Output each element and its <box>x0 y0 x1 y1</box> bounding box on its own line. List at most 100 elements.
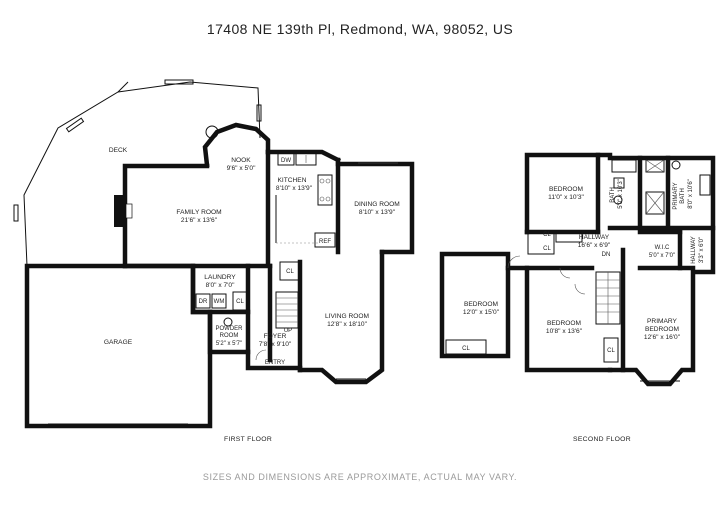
entry-wall <box>245 349 303 371</box>
bedroom3-wall <box>524 265 613 373</box>
bedroom2-closet <box>445 339 487 355</box>
hallway2-dim: 3'3" x 6'0" <box>699 237 705 263</box>
primary-bath-tub <box>645 191 665 215</box>
staircase-second <box>595 271 621 325</box>
deck-outline <box>23 81 261 267</box>
stairs-down-label: DN <box>602 252 611 258</box>
first-floor-label: FIRST FLOOR <box>224 436 272 443</box>
dw-label: DW <box>281 158 291 164</box>
entry-label: ENTRY <box>265 360 285 366</box>
disclaimer: SIZES AND DIMENSIONS ARE APPROXIMATE, AC… <box>202 472 518 482</box>
dryer <box>195 293 211 309</box>
property-address: 17408 NE 139th Pl, Redmond, WA, 98052, U… <box>206 21 514 37</box>
kitchen-dim: 8'10" x 13'9" <box>276 185 313 192</box>
primary-bath-dim: 8'0" x 10'6" <box>688 179 694 209</box>
kitchen-north-wall <box>265 149 342 164</box>
ref-label: REF <box>319 239 331 245</box>
laundry-label: LAUNDRY <box>204 274 236 281</box>
deck-step <box>65 117 85 133</box>
laundry-wall <box>190 263 251 315</box>
second-floor-plan: BEDROOM 11'0" x 10'3" BATH 5'0" x 10'3" … <box>439 152 716 443</box>
deck-step <box>164 79 194 85</box>
primary-bedroom-label-2: BEDROOM <box>645 326 679 333</box>
refrigerator <box>314 232 336 248</box>
dryer-label: DR <box>199 299 208 305</box>
bedroom2-label: BEDROOM <box>464 301 498 308</box>
primary-bath-label-2: BATH <box>680 188 686 204</box>
hearth-icon <box>125 203 133 219</box>
laundry-dim: 8'0" x 7'0" <box>206 282 235 289</box>
door-swing <box>559 267 571 279</box>
garage-wall <box>24 263 213 429</box>
living-room-dim: 12'8" x 18'10" <box>327 321 367 328</box>
wic-label: W.I.C <box>655 245 670 251</box>
kitchen-label: KITCHEN <box>278 177 307 184</box>
primary-bath-label-1: PRIMARY <box>673 182 679 209</box>
primary-toilet-icon <box>671 160 681 170</box>
closet-label: CL <box>286 269 294 275</box>
closet-c-label: CL <box>462 346 470 352</box>
deck-step <box>256 104 262 122</box>
closet-b-label: CL <box>543 246 551 252</box>
bedroom1-label: BEDROOM <box>549 186 583 193</box>
nook-wall <box>202 122 271 168</box>
closet <box>555 231 583 243</box>
hallway2-label: HALLWAY <box>691 236 697 264</box>
second-floor-outer-wall <box>524 152 716 387</box>
vanity <box>699 174 711 196</box>
table-icon <box>205 125 219 139</box>
bedroom3-label: BEDROOM <box>547 320 581 327</box>
dining-room-dim: 8'10" x 13'9" <box>359 209 396 216</box>
bedroom1-dim: 11'0" x 10'3" <box>548 194 584 201</box>
bedroom2-dim: 12'0" x 15'0" <box>463 309 500 316</box>
closet <box>279 261 301 281</box>
garage-label: GARAGE <box>104 339 133 346</box>
nook-label: NOOK <box>231 157 251 164</box>
family-room-wall <box>122 163 210 269</box>
bathtub <box>611 159 637 173</box>
powder-room-label-1: POWDER <box>216 326 244 332</box>
hallway-label: HALLWAY <box>579 234 610 241</box>
foyer-dim: 7'8" x 9'10" <box>259 341 292 348</box>
wic-dim: 5'0" x 7'0" <box>649 253 675 259</box>
toilet-icon <box>223 317 233 327</box>
sink-icon <box>295 152 317 166</box>
bedroom3-closet <box>603 337 619 363</box>
stairs-up-label: UP <box>284 328 292 334</box>
nook-dim: 9'6" x 5'0" <box>227 165 256 172</box>
bedroom3-dim: 10'8" x 13'6" <box>546 328 583 335</box>
hallway-dim: 16'6" x 6'9" <box>578 242 611 249</box>
dining-room-label: DINING ROOM <box>354 201 399 208</box>
primary-bedroom-label-1: PRIMARY <box>647 318 678 325</box>
laundry-closet-label: CL <box>236 299 244 305</box>
living-room-label: LIVING ROOM <box>325 313 369 320</box>
door-swing <box>507 255 521 269</box>
bath-dim: 5'0" x 10'3" <box>618 179 624 209</box>
washer <box>211 293 227 309</box>
first-floor-plan: DECK NOOK 9'6" x 5'0" DW KITCHEN 8'10" x… <box>13 79 415 443</box>
toilet-icon <box>613 195 623 205</box>
primary-bedroom-dim: 12'6" x 16'0" <box>644 334 681 341</box>
shower <box>645 159 665 173</box>
living-room-wall <box>297 249 385 385</box>
stove-icon <box>317 174 333 206</box>
staircase <box>275 291 299 329</box>
powder-room-label-2: ROOM <box>220 333 239 339</box>
door-swing <box>255 349 267 361</box>
closet-a-label: CL <box>543 232 551 238</box>
bedroom2-wall <box>439 251 511 359</box>
washer-label: WM <box>214 299 225 305</box>
fireplace-icon <box>114 195 125 227</box>
deck-step <box>13 204 19 222</box>
deck-label: DECK <box>109 147 128 154</box>
dishwasher <box>277 152 295 166</box>
second-floor-label: SECOND FLOOR <box>573 436 631 443</box>
door-swing <box>574 283 586 295</box>
laundry-closet <box>232 291 248 311</box>
deck-edge <box>117 81 129 93</box>
family-room-label: FAMILY ROOM <box>176 209 221 216</box>
closet-d-label: CL <box>607 348 615 354</box>
foyer-label: FOYER <box>264 333 287 340</box>
powder-room-dim: 5'2" x 5'7" <box>216 341 242 347</box>
